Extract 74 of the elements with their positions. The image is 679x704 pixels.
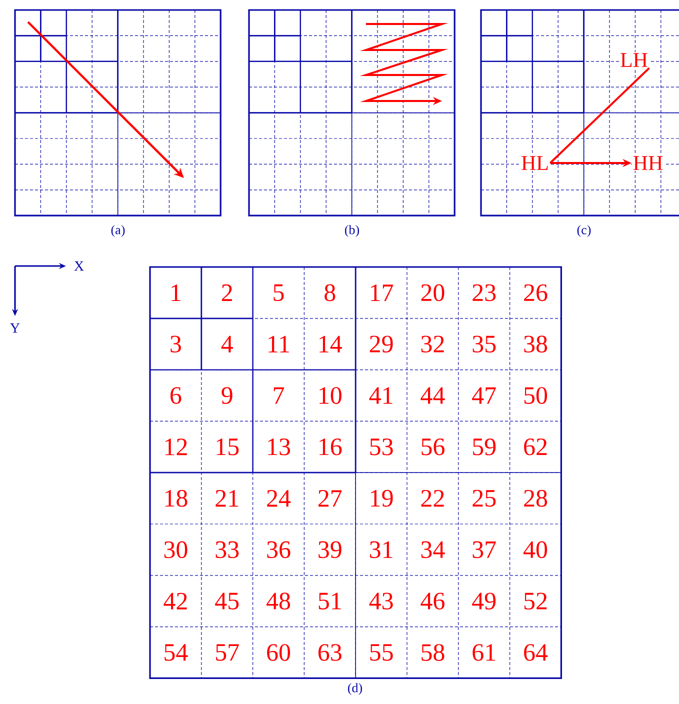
cell-number: 9 <box>222 387 232 404</box>
cell-number: 14 <box>320 336 342 352</box>
cell-number: 39 <box>318 541 342 558</box>
subband-label: LH <box>619 52 649 68</box>
cell-number: 29 <box>370 336 393 352</box>
cell-number: 32 <box>421 336 444 352</box>
cell-number: 2 <box>222 284 232 301</box>
subband-label: HH <box>632 155 664 171</box>
cell-number: 30 <box>164 541 188 558</box>
cell-number: 54 <box>164 644 188 661</box>
cell-number: 46 <box>420 592 444 610</box>
cell-number: 62 <box>524 438 547 456</box>
panel-caption: (d) <box>348 683 362 695</box>
cell-number: 35 <box>472 336 496 352</box>
cell-number: 3 <box>170 336 181 352</box>
cell-number: 24 <box>267 490 291 507</box>
cell-number: 10 <box>320 387 342 404</box>
cell-number: 21 <box>216 490 238 507</box>
cell-number: 49 <box>472 592 496 610</box>
panel-caption: (b) <box>344 225 359 237</box>
cell-number: 63 <box>318 644 342 661</box>
cell-number: 22 <box>421 490 444 507</box>
cell-number: 44 <box>420 387 445 404</box>
cell-number: 42 <box>164 592 187 610</box>
cell-number: 25 <box>472 490 496 507</box>
cell-number: 38 <box>524 336 548 353</box>
cell-number: 23 <box>472 284 496 302</box>
cell-number: 41 <box>369 387 392 404</box>
cell-number: 48 <box>266 592 290 610</box>
cell-number: 40 <box>523 541 548 558</box>
cell-number: 19 <box>371 490 393 507</box>
cell-number: 37 <box>472 541 496 558</box>
cell-number: 1 <box>172 284 180 301</box>
cell-number: 50 <box>524 387 548 404</box>
cell-number: 8 <box>324 284 336 302</box>
cell-number: 61 <box>472 644 496 661</box>
cell-number: 64 <box>524 644 548 661</box>
cell-number: 56 <box>422 438 444 456</box>
cell-number: 6 <box>170 387 182 404</box>
cell-number: 57 <box>216 644 239 661</box>
cell-number: 5 <box>274 284 284 302</box>
cell-number: 26 <box>524 284 548 302</box>
axis-label: X <box>74 261 84 271</box>
cell-number: 59 <box>473 438 496 456</box>
cell-number: 15 <box>216 438 239 456</box>
cell-number: 31 <box>370 541 392 558</box>
cell-number: 13 <box>268 438 290 456</box>
cell-number: 28 <box>524 490 548 507</box>
axis-label: Y <box>10 323 20 333</box>
cell-number: 11 <box>268 336 290 352</box>
cell-number: 34 <box>421 541 445 558</box>
cell-number: 20 <box>421 284 444 302</box>
cell-number: 53 <box>370 438 393 456</box>
cell-number: 12 <box>165 438 187 456</box>
cell-number: 36 <box>267 541 290 558</box>
cell-number: 43 <box>369 592 393 610</box>
panel-caption: (a) <box>111 225 125 237</box>
cell-number: 55 <box>370 644 393 661</box>
cell-number: 18 <box>165 490 188 507</box>
cell-number: 27 <box>318 490 342 507</box>
cell-number: 58 <box>422 644 444 661</box>
cell-number: 7 <box>274 387 284 404</box>
subband-label: HL <box>520 155 550 171</box>
panel-caption: (c) <box>577 225 591 237</box>
cell-number: 51 <box>318 592 341 610</box>
cell-number: 17 <box>371 284 394 301</box>
connector-line <box>550 67 650 164</box>
cell-number: 60 <box>267 644 290 661</box>
cell-number: 33 <box>216 541 239 558</box>
cell-number: 4 <box>221 336 233 352</box>
cell-number: 47 <box>472 387 496 404</box>
cell-number: 16 <box>320 438 342 456</box>
cell-number: 45 <box>215 592 239 610</box>
cell-number: 52 <box>524 592 547 610</box>
